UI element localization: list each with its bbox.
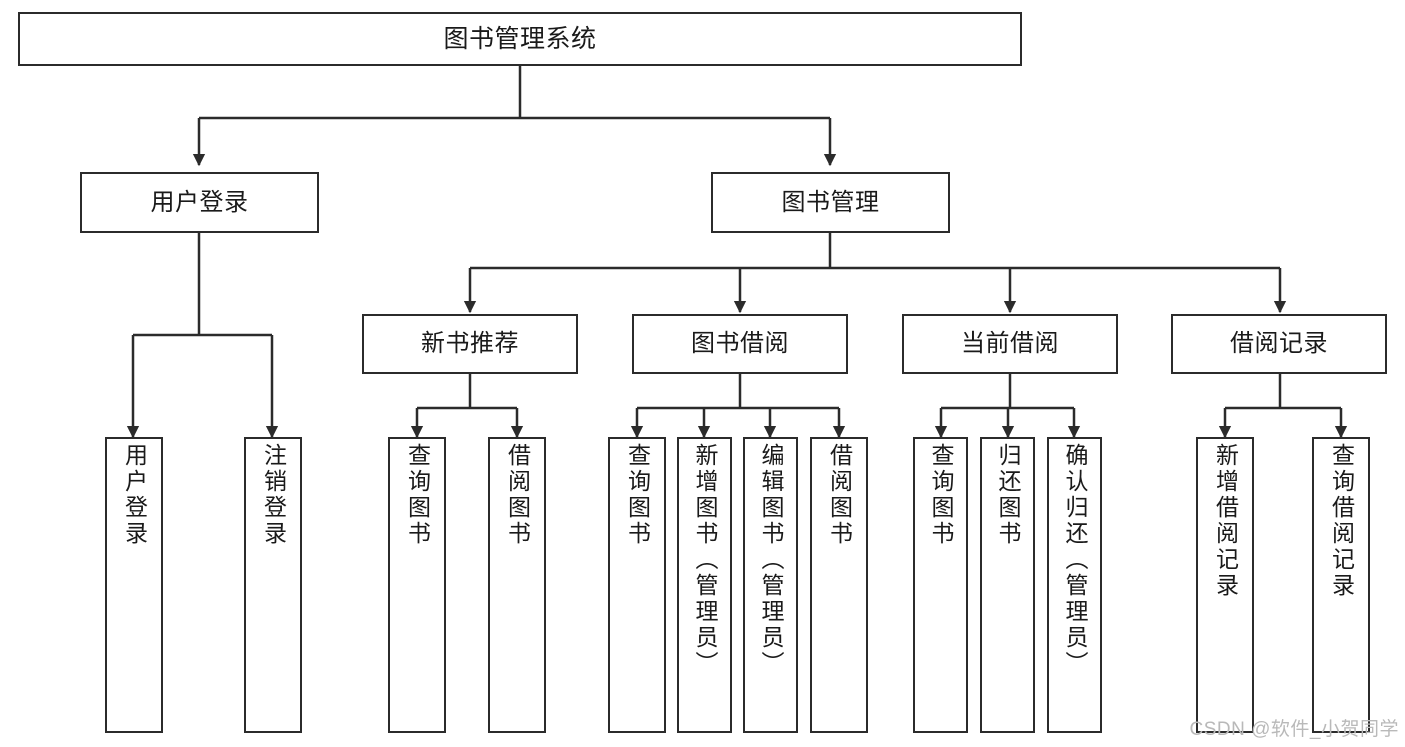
node-borrowing-records[interactable]: 借阅记录 <box>1171 314 1387 374</box>
node-label: 图书管理 <box>781 188 880 216</box>
watermark-text: CSDN @软件_小贺同学 <box>1189 719 1399 740</box>
node-label: 归还图书 <box>995 443 1021 547</box>
leaf-query-borrow-record[interactable]: 查询借阅记录 <box>1312 437 1370 733</box>
node-book-management[interactable]: 图书管理 <box>711 172 950 233</box>
node-current-borrowing[interactable]: 当前借阅 <box>902 314 1118 374</box>
node-label: 新书推荐 <box>421 330 519 358</box>
node-label: 查询图书 <box>624 443 651 547</box>
node-label: 注销登录 <box>260 443 287 547</box>
node-label: 图书借阅 <box>691 330 789 358</box>
node-label: 借阅图书 <box>504 443 531 547</box>
leaf-add-borrow-record[interactable]: 新增借阅记录 <box>1196 437 1254 733</box>
node-label: 借阅图书 <box>826 443 853 547</box>
node-label: 借阅记录 <box>1230 330 1328 358</box>
node-label: 新增借阅记录 <box>1212 443 1239 599</box>
leaf-logout[interactable]: 注销登录 <box>244 437 302 733</box>
node-label: 编辑图书（管理员） <box>758 443 784 677</box>
leaf-borrow-books-recommend[interactable]: 借阅图书 <box>488 437 546 733</box>
leaf-query-books-borrowing[interactable]: 查询图书 <box>608 437 666 733</box>
node-label: 用户登录 <box>150 188 249 216</box>
node-book-borrowing[interactable]: 图书借阅 <box>632 314 848 374</box>
node-label: 图书管理系统 <box>443 24 597 53</box>
node-label: 新增图书（管理员） <box>692 443 718 677</box>
leaf-confirm-return-admin[interactable]: 确认归还（管理员） <box>1047 437 1102 733</box>
node-user-login[interactable]: 用户登录 <box>80 172 319 233</box>
node-label: 查询借阅记录 <box>1328 443 1355 599</box>
node-root-system[interactable]: 图书管理系统 <box>18 12 1022 66</box>
leaf-return-books[interactable]: 归还图书 <box>980 437 1035 733</box>
node-label: 查询图书 <box>404 443 431 547</box>
node-new-book-recommendation[interactable]: 新书推荐 <box>362 314 578 374</box>
node-label: 用户登录 <box>121 443 148 547</box>
leaf-borrow-books[interactable]: 借阅图书 <box>810 437 868 733</box>
leaf-query-books-recommend[interactable]: 查询图书 <box>388 437 446 733</box>
leaf-edit-book-admin[interactable]: 编辑图书（管理员） <box>743 437 798 733</box>
leaf-add-book-admin[interactable]: 新增图书（管理员） <box>677 437 732 733</box>
leaf-query-books-current[interactable]: 查询图书 <box>913 437 968 733</box>
node-label: 查询图书 <box>928 443 954 547</box>
node-label: 当前借阅 <box>961 330 1059 358</box>
node-label: 确认归还（管理员） <box>1062 443 1088 677</box>
leaf-user-login[interactable]: 用户登录 <box>105 437 163 733</box>
